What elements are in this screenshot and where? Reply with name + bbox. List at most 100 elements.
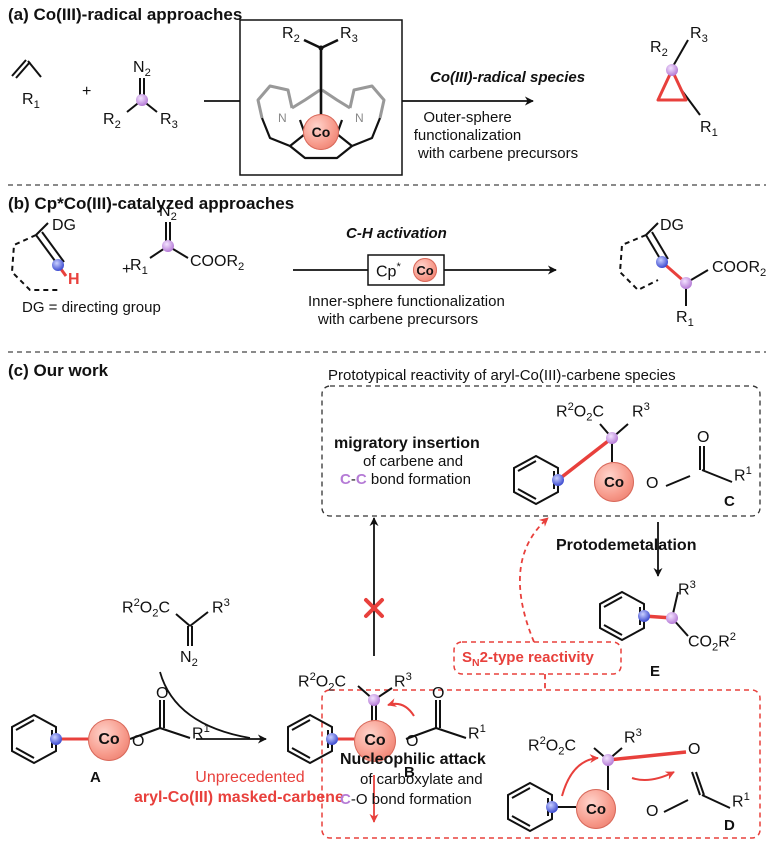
aryl-carbon-a: [50, 733, 62, 745]
porphyrin-r2: R2: [282, 25, 300, 46]
migratory-title: migratory insertion: [334, 435, 480, 452]
unprecedented-line1: Unprecedented: [195, 769, 305, 786]
cpco-co-atom: Co: [413, 258, 437, 282]
migratory-desc: of carbene and: [363, 453, 464, 470]
arrow-b-title: C-H activation: [346, 225, 447, 242]
diazo-r1-b: R1: [130, 257, 148, 278]
d-carbonyl-o: O: [688, 741, 701, 758]
protodemetalation-label: Protodemetalation: [556, 537, 697, 554]
aryl-carbon-e: [638, 610, 650, 622]
arrow-a-desc1: Outer-sphere: [423, 109, 512, 126]
alkene-r1: R1: [22, 91, 40, 112]
ch-carbon-b: [52, 259, 64, 271]
masked-carbene-box: [321, 689, 761, 839]
c-co-atom: Co: [594, 462, 634, 502]
carbene-carbon-b: [162, 240, 174, 252]
d-r2o2c: R2O2C: [528, 735, 577, 758]
plus-a: +: [82, 83, 92, 100]
label-e: E: [650, 663, 661, 680]
product-a-r1: R1: [700, 119, 718, 140]
product-b-dg: DG: [660, 217, 684, 234]
b-r3: R3: [394, 671, 412, 691]
diazo-ester-b: [149, 222, 189, 259]
c-r2o2c: R2O2C: [556, 401, 605, 424]
cp-star-label: Cp*: [376, 261, 401, 281]
a-o: O: [132, 733, 145, 750]
d-o: O: [646, 803, 659, 820]
aryl-carbon-b: [326, 733, 338, 745]
aryl-carbon-d: [546, 801, 558, 813]
diazo-r2-a: R2: [103, 111, 121, 132]
compound-d: [507, 747, 731, 833]
diazo-c-n2: N2: [180, 649, 198, 670]
cyclopropane-product: [656, 39, 701, 116]
radical-dot: [318, 45, 324, 51]
dg-label-b: DG: [52, 217, 76, 234]
h-label-b: H: [68, 271, 80, 288]
label-d: D: [724, 817, 735, 834]
product-a-r2: R2: [650, 39, 668, 60]
sn2-label: SN2-type reactivity: [462, 649, 594, 669]
heading-a: (a) Co(III)-radical approaches: [8, 5, 243, 24]
compound-a: [11, 700, 191, 765]
arene-carbon-product-b: [656, 256, 668, 268]
a-r1: R1: [192, 723, 210, 743]
porphyrin-n-right: N: [355, 111, 364, 125]
c-carbonyl-o: O: [697, 429, 710, 446]
diazo-c-r3: R3: [212, 597, 230, 617]
arrow-a-desc2: functionalization: [413, 127, 522, 144]
carbene-carbon-c: [606, 432, 618, 444]
diazo-curved-arrow: [159, 671, 251, 739]
unprecedented-line2: aryl-Co(III) masked-carbene: [134, 789, 344, 806]
plus-b: +: [122, 261, 132, 278]
porphyrin-co-atom: Co: [303, 114, 339, 150]
c-o: O: [646, 475, 659, 492]
carbene-carbon-b-c: [368, 694, 380, 706]
carbene-carbon-d: [602, 754, 614, 766]
diazo-r3-a: R3: [160, 111, 178, 132]
b-o: O: [406, 733, 419, 750]
arrow-b-desc1: Inner-sphere functionalization: [308, 293, 505, 310]
carbene-carbon-e: [666, 612, 678, 624]
diazo-n2-a: N2: [133, 59, 151, 80]
porphyrin-n-left: N: [278, 111, 287, 125]
d-co-atom: Co: [576, 789, 616, 829]
bond-shift-curved-arrow: [631, 771, 675, 781]
alkene-structure: [11, 59, 42, 79]
diazo-c-r2o2c: R2O2C: [122, 597, 171, 620]
nucleophilic-title: Nucleophilic attack: [340, 751, 486, 768]
diazo-c: [175, 611, 209, 646]
aryl-carbon-c: [552, 474, 564, 486]
porphyrin-axial-bond: [303, 38, 339, 117]
heading-c: (c) Our work: [8, 361, 109, 380]
porphyrin-r3: R3: [340, 25, 358, 46]
d-r1: R1: [732, 791, 750, 811]
prototypical-box: [321, 385, 761, 517]
c-r3: R3: [632, 401, 650, 421]
b-co-atom: Co: [354, 720, 396, 762]
arrow-a-title: Co(III)-radical species: [430, 69, 586, 86]
nucleophilic-desc: of carboxylate and: [360, 771, 483, 788]
b-carbonyl-o: O: [432, 685, 445, 702]
diazo-n2-b: N2: [159, 203, 177, 224]
product-b-r1: R1: [676, 309, 694, 330]
carbene-carbon-product-b: [680, 277, 692, 289]
arrow-a-desc3: with carbene precursors: [418, 145, 579, 162]
e-r3: R3: [678, 579, 696, 599]
sn2-curved-arrow: [519, 517, 549, 643]
arrow-b-desc2: with carbene precursors: [318, 311, 479, 328]
b-r2o2c: R2O2C: [298, 671, 347, 694]
aryl-shift-curved-arrow: [561, 754, 599, 797]
heading-b: (b) Cp*Co(III)-catalyzed approaches: [8, 194, 295, 213]
blocked-x-mark: [364, 598, 384, 618]
product-b-coor2: COOR2: [712, 259, 767, 280]
d-r3: R3: [624, 727, 642, 747]
nucleophilic-bond: C-O bond formation: [340, 791, 472, 808]
a-co-atom: Co: [88, 719, 130, 761]
sn2-box: [453, 641, 622, 675]
prototypical-title: Prototypical reactivity of aryl-Co(III)-…: [328, 367, 676, 384]
product-a-r3: R3: [690, 25, 708, 46]
c-r1: R1: [734, 465, 752, 485]
label-b: B: [404, 764, 415, 781]
